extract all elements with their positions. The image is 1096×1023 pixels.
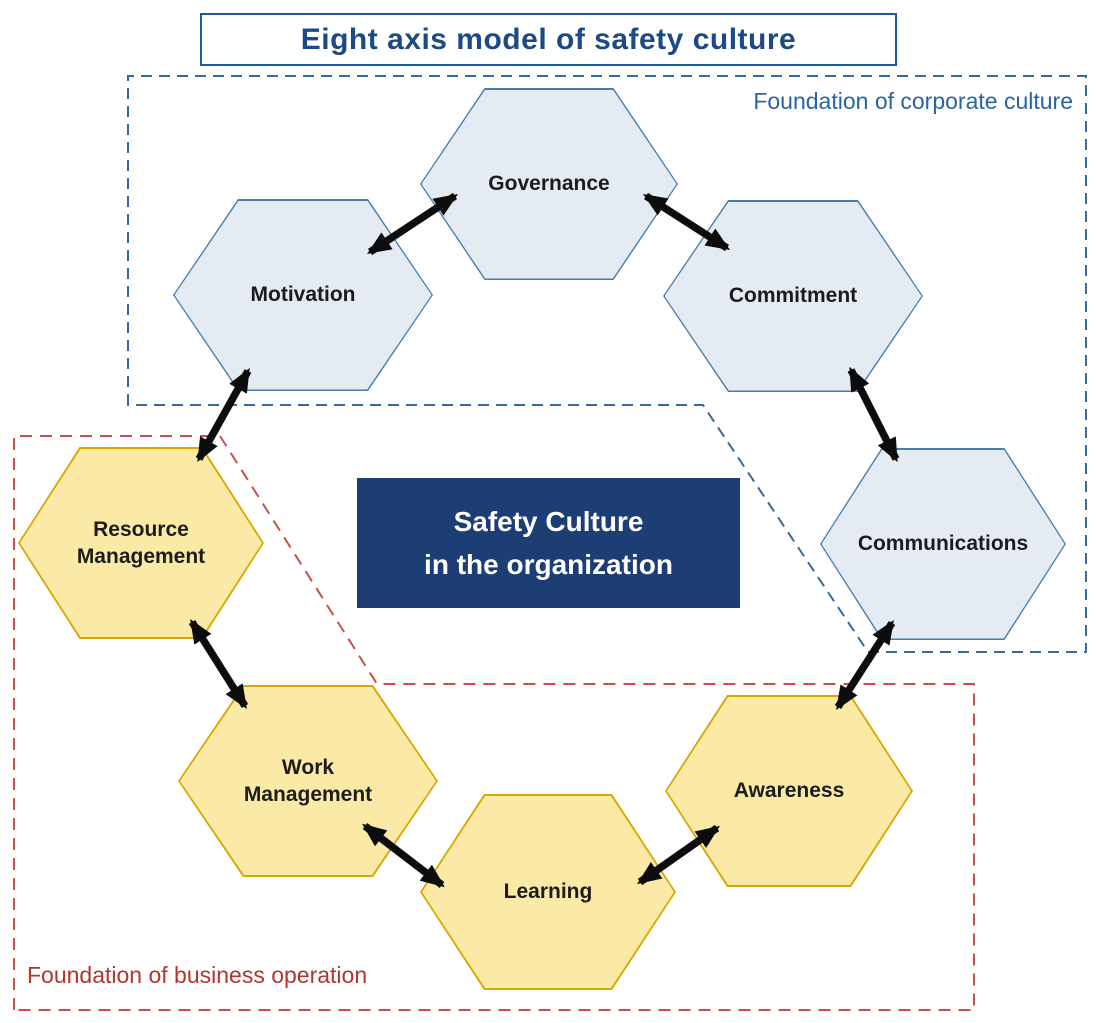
hexagon-shape	[820, 448, 1066, 640]
corporate-culture-region-border	[127, 75, 1087, 653]
hexagon-label: Resource Management	[76, 517, 206, 568]
hexagon-label: Awareness	[733, 779, 845, 803]
hexagon-governance: Governance	[420, 88, 678, 280]
business-operation-region-label: Foundation of business operation	[27, 962, 368, 988]
hexagon-learning: Learning	[420, 794, 676, 990]
center-safety-culture-box: Safety Culture in the organization	[357, 478, 740, 608]
hexagon-shape	[420, 794, 676, 990]
center-box-line2: in the organization	[424, 549, 673, 580]
hexagon-shape	[18, 447, 264, 639]
hexagon-label: Commitment	[728, 284, 858, 308]
hexagon-shape	[420, 88, 678, 280]
hexagon-label: Communications	[857, 532, 1029, 556]
hexagon-label: Learning	[503, 880, 593, 904]
center-box-line1: Safety Culture	[453, 505, 644, 537]
arrow-motivation-governance	[366, 192, 459, 256]
arrow-awareness-learning	[637, 824, 720, 886]
arrow-communications-awareness	[834, 619, 896, 711]
arrow-motivation-resource	[195, 367, 252, 463]
corporate-culture-region-label: Foundation of corporate culture	[753, 88, 1073, 114]
hexagon-label: Governance	[488, 172, 610, 196]
title-box: Eight axis model of safety culture	[200, 13, 897, 66]
arrow-governance-commitment	[642, 192, 731, 252]
hexagon-label: Motivation	[250, 283, 356, 307]
hexagon-resource-management: Resource Management	[18, 447, 264, 639]
arrow-resource-work	[188, 618, 249, 710]
page-title: Eight axis model of safety culture	[300, 22, 797, 56]
arrow-commitment-communications	[847, 366, 900, 463]
arrow-work-learning	[362, 823, 445, 888]
hexagon-communications: Communications	[820, 448, 1066, 640]
hexagon-label: Work Management	[243, 755, 373, 806]
